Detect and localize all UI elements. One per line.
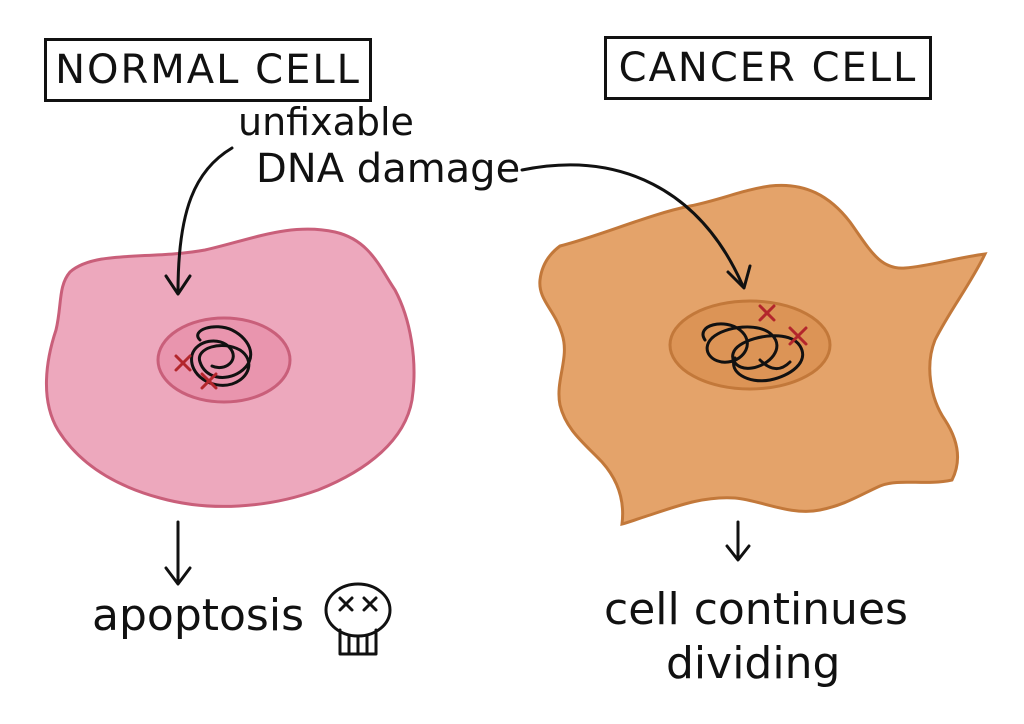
normal-cell-nucleus — [156, 316, 292, 404]
arrow-to-normal-nucleus — [176, 146, 234, 294]
arrow-head-cancer — [726, 264, 752, 290]
normal-cell-title: NORMAL CELL — [44, 38, 372, 102]
arrow-down-cancer — [725, 520, 751, 562]
damage-label-line1: unfixable — [238, 100, 414, 144]
arrow-down-normal — [164, 520, 192, 586]
arrow-to-cancer-nucleus — [520, 163, 744, 286]
normal-cell-dna — [190, 325, 253, 387]
cancer-cell-nucleus — [668, 299, 832, 391]
normal-cell-damage-marks — [174, 354, 218, 390]
normal-cell-outcome: apoptosis — [92, 590, 304, 641]
skull-icon — [324, 582, 392, 656]
arrow-head-normal — [164, 274, 192, 296]
cancer-cell-outcome-line1: cell continues — [604, 584, 908, 635]
cancer-cell-dna — [701, 322, 804, 383]
cancer-cell-outcome-line2: dividing — [666, 638, 841, 689]
cancer-cell-title: CANCER CELL — [604, 36, 932, 100]
cancer-cell-damage-marks — [758, 304, 808, 346]
damage-label-line2: DNA damage — [256, 146, 521, 192]
